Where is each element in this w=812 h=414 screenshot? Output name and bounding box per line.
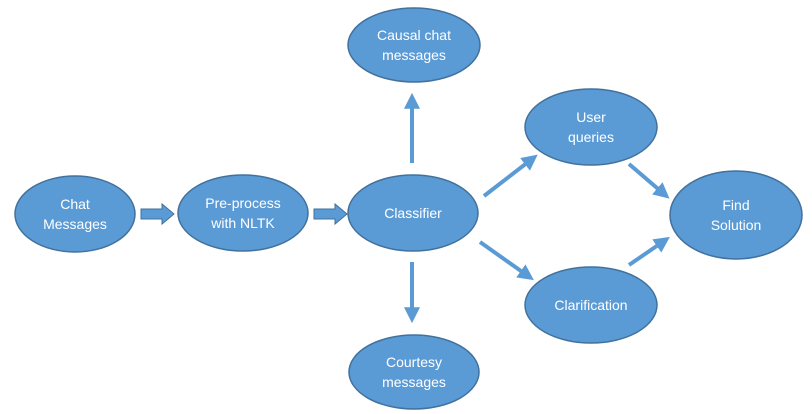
arrow-clarification-to-solution (627, 236, 670, 267)
node-chat-messages: Chat Messages (14, 175, 136, 253)
node-courtesy-line1: Courtesy (386, 354, 442, 370)
node-chat-messages-line1: Chat (60, 196, 90, 212)
node-classifier: Classifier (347, 174, 479, 252)
node-clarification-line1: Clarification (554, 297, 627, 313)
node-user-queries-line1: User (576, 109, 606, 125)
node-user-queries: User queries (524, 88, 658, 166)
arrow-classifier-to-user-queries (482, 154, 538, 198)
node-preprocess-line2: with NLTK (210, 215, 275, 231)
node-courtesy: Courtesy messages (348, 334, 480, 410)
arrow-user-queries-to-solution (627, 162, 670, 199)
arrow-preprocess-to-classifier (313, 202, 348, 226)
node-classifier-line1: Classifier (384, 205, 442, 221)
node-courtesy-line2: messages (382, 374, 446, 390)
node-clarification: Clarification (524, 266, 658, 344)
arrow-chat-to-preprocess (140, 202, 175, 226)
node-causal-chat-line2: messages (382, 47, 446, 63)
node-user-queries-line2: queries (568, 129, 614, 145)
node-find-solution: Find Solution (669, 170, 803, 260)
node-preprocess: Pre-process with NLTK (177, 174, 309, 252)
arrow-classifier-to-clarification (478, 240, 534, 281)
node-find-solution-line2: Solution (711, 217, 762, 233)
node-preprocess-line1: Pre-process (205, 195, 280, 211)
node-chat-messages-line2: Messages (43, 216, 107, 232)
node-causal-chat: Causal chat messages (347, 7, 481, 83)
node-find-solution-line1: Find (722, 197, 749, 213)
node-causal-chat-line1: Causal chat (377, 27, 451, 43)
